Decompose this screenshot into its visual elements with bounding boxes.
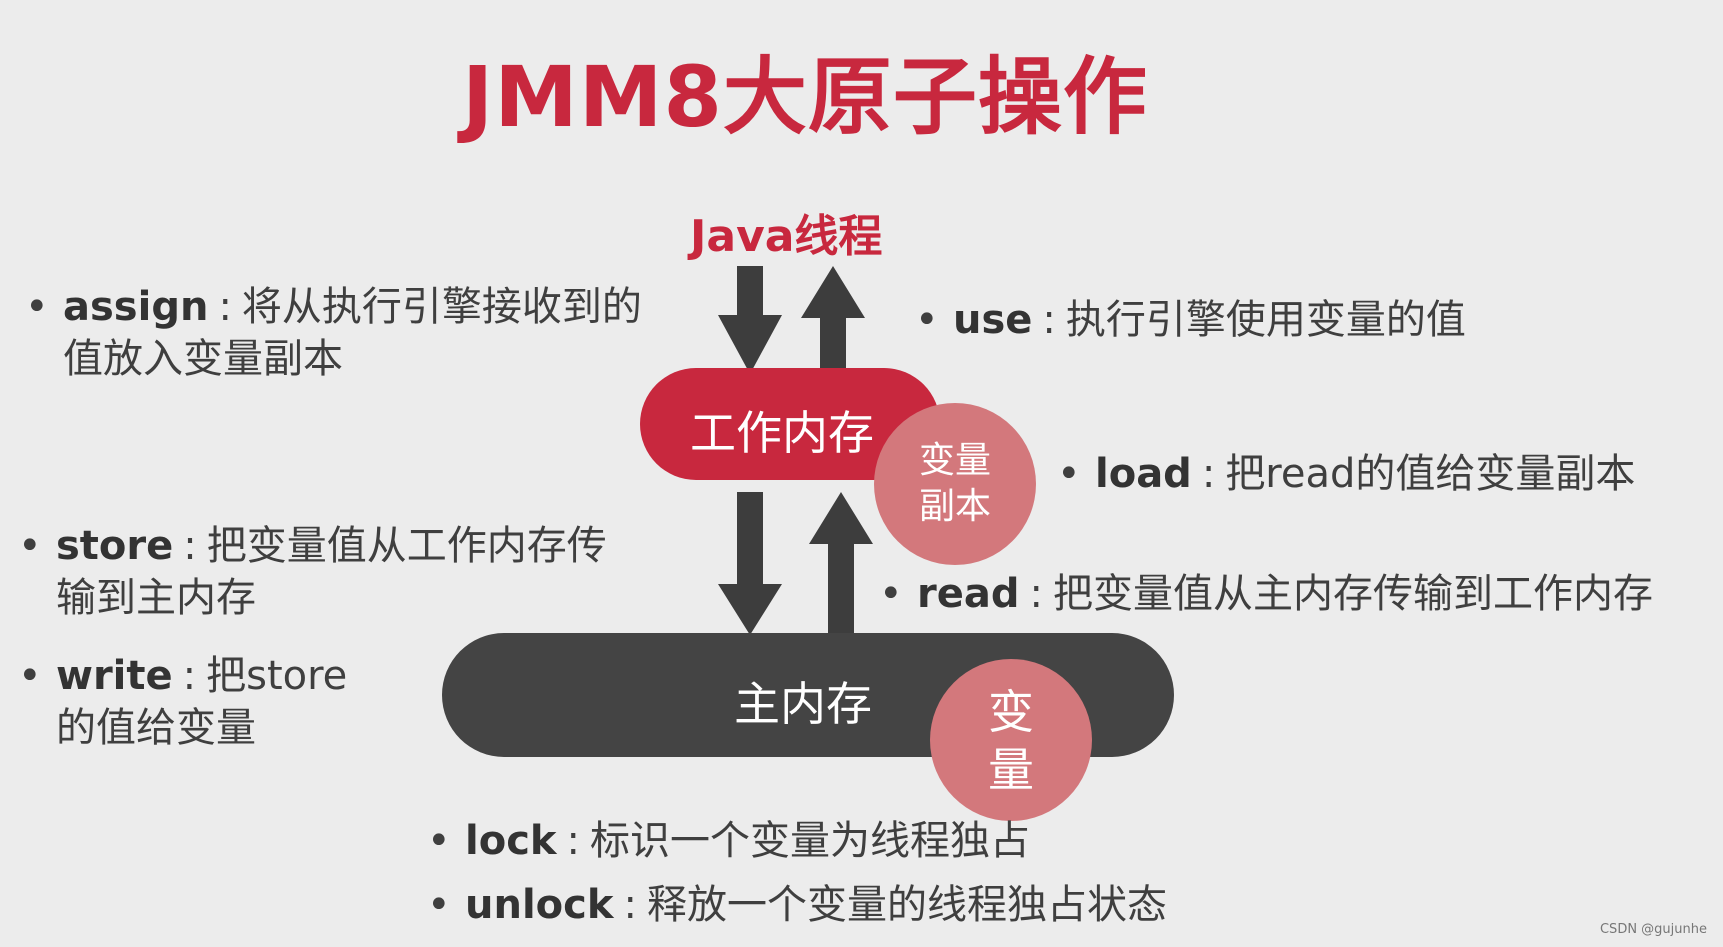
op-desc: 标识一个变量为线程独占 — [590, 818, 1030, 864]
op-desc: 把read的值给变量副本 — [1225, 451, 1636, 497]
bullet: • — [18, 653, 42, 699]
op-key: store — [56, 523, 174, 569]
op-desc-cont: 值放入变量副本 — [63, 336, 343, 382]
op-key: read — [917, 571, 1020, 617]
op-sep: : — [566, 818, 580, 864]
op-key: lock — [465, 818, 557, 864]
variable-copy-line2: 副本 — [918, 486, 991, 527]
op-assign: • assign:将从执行引擎接收到的 值放入变量副本 — [25, 281, 642, 385]
op-unlock: • unlock:释放一个变量的线程独占状态 — [427, 879, 1167, 931]
op-desc-cont: 输到主内存 — [56, 575, 256, 621]
op-use: • use:执行引擎使用变量的值 — [915, 294, 1466, 346]
variable-copy-circle — [874, 403, 1036, 565]
working-memory-label: 工作内存 — [690, 406, 874, 460]
op-desc: 释放一个变量的线程独占状态 — [646, 882, 1167, 928]
op-read: • read:把变量值从主内存传输到工作内存 — [879, 568, 1653, 620]
page-title: JMM8大原子操作 — [462, 48, 1148, 146]
op-store: • store:把变量值从工作内存传 输到主内存 — [18, 520, 607, 624]
op-sep: : — [1042, 297, 1056, 343]
op-write: • write:把store 的值给变量 — [18, 650, 348, 754]
watermark: CSDN @gujunhe — [1599, 922, 1707, 937]
op-sep: : — [1201, 451, 1216, 497]
op-sep: : — [182, 653, 197, 699]
op-load: • load:把read的值给变量副本 — [1057, 448, 1636, 500]
bullet: • — [915, 297, 939, 343]
bullet: • — [879, 571, 903, 617]
variable-copy-label: 变量 副本 — [874, 438, 1036, 530]
bullet: • — [18, 523, 42, 569]
op-key: assign — [63, 284, 209, 330]
op-lock: • lock:标识一个变量为线程独占 — [427, 815, 1030, 867]
op-key: use — [953, 297, 1033, 343]
arrow-up-main-to-work — [809, 492, 873, 636]
op-desc: 把变量值从主内存传输到工作内存 — [1052, 571, 1653, 617]
op-desc: 把变量值从工作内存传 — [206, 523, 607, 569]
op-desc-cont: 的值给变量 — [56, 705, 256, 751]
arrow-down-work-to-main — [718, 492, 782, 635]
op-desc: 将从执行引擎接收到的 — [241, 284, 642, 330]
variable-line1: 变 — [988, 685, 1034, 739]
variable-copy-line1: 变量 — [918, 440, 991, 481]
bullet: • — [1057, 451, 1081, 497]
variable-label: 变 量 — [930, 683, 1092, 799]
java-thread-label: Java线程 — [690, 211, 883, 262]
op-sep: : — [623, 882, 637, 928]
bullet: • — [427, 818, 451, 864]
op-key: write — [56, 653, 173, 699]
variable-line2: 量 — [988, 743, 1034, 797]
op-desc: 把store — [206, 653, 348, 699]
arrow-up-work-to-thread — [801, 266, 865, 369]
op-sep: : — [1029, 571, 1043, 617]
op-key: load — [1095, 451, 1192, 497]
bullet: • — [25, 284, 49, 330]
op-desc: 执行引擎使用变量的值 — [1065, 297, 1466, 343]
op-sep: : — [218, 284, 232, 330]
bullet: • — [427, 882, 451, 928]
arrow-down-thread-to-work — [718, 266, 782, 374]
op-sep: : — [183, 523, 197, 569]
variable-circle — [930, 659, 1092, 821]
op-key: unlock — [465, 882, 614, 928]
main-memory-label: 主内存 — [734, 677, 872, 731]
